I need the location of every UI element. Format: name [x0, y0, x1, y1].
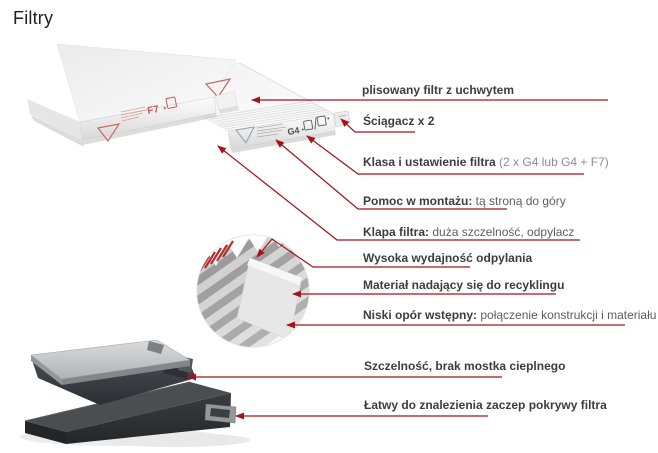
- housing-bottom-top-face: [25, 382, 231, 432]
- leader-mounting-help: [275, 139, 507, 210]
- filter-housings: [20, 339, 250, 447]
- annotation-lines: [187, 96, 625, 420]
- filter-back-underside-shadow: [82, 113, 217, 145]
- annotation-label-low-resistance: Niski opór wstępny: połączenie konstrukc…: [363, 308, 657, 322]
- housing-bottom-left-face: [25, 421, 66, 444]
- filter-back-left-face: [27, 99, 82, 140]
- orientation-triangle-icon: [96, 123, 121, 143]
- housing-bottom-front-face: [66, 393, 231, 444]
- filter-housing-bottom: [24, 381, 237, 444]
- housing-top-body: [32, 360, 196, 405]
- annotation-label-dedusting: Wysoka wydajność odpylania: [363, 251, 533, 265]
- filter-housing-top: [30, 339, 196, 405]
- orientation-triangle-icon: [204, 78, 232, 98]
- leader-dedusting: [256, 238, 470, 268]
- lid-front-edge: [62, 360, 190, 385]
- filter-back-left-sliver: [31, 115, 84, 147]
- leader-filter-class: [306, 135, 584, 175]
- leader-puller: [340, 118, 415, 133]
- filter-direction-box-icons: [163, 96, 177, 110]
- annotation-label-tightness: Szczelność, brak mostka cieplnego: [364, 359, 566, 373]
- fine-print-lines: [256, 123, 287, 138]
- filter-back-panel: F7: [27, 43, 239, 147]
- annotation-label-filter-class: Klasa i ustawienie filtra (2 x G4 lub G4…: [363, 155, 609, 169]
- pleat-lines: [206, 100, 330, 130]
- flat-media-sheet-highlight: [247, 258, 302, 285]
- page-title: Filtry: [13, 8, 54, 28]
- filter-class-label-f7: F7: [146, 104, 160, 117]
- handle-tab: [214, 91, 239, 114]
- annotation-label-puller: Ściągacz x 2: [363, 114, 435, 128]
- filter-direction-box-icons: [301, 115, 330, 131]
- orientation-triangle-icon: [235, 126, 255, 145]
- pleats-detail-circle: [196, 234, 310, 348]
- annotation-label-cover-catch: Łatwy do znalezienia zaczep pokrywy filt…: [364, 398, 607, 412]
- leader-filter-flap: [217, 145, 580, 241]
- lid-clip-notch: [147, 341, 164, 354]
- filter-front-end-edge: [239, 62, 334, 115]
- lid-left-edge: [31, 355, 62, 385]
- cover-catch-tab: [204, 403, 237, 424]
- filter-class-label-g4: G4: [287, 125, 300, 137]
- annotation-label-filter-flap: Klapa filtra: duża szczelność, odpylacz: [363, 225, 575, 239]
- annotation-label-recyclable: Materiał nadający się do recyklingu: [363, 278, 565, 292]
- fine-print-lines: [120, 106, 148, 122]
- annotation-label-pleated-filter: plisowany filtr z uchwytem: [362, 83, 515, 97]
- annotation-label-mounting-help: Pomoc w montażu: tą stroną do góry: [363, 194, 566, 208]
